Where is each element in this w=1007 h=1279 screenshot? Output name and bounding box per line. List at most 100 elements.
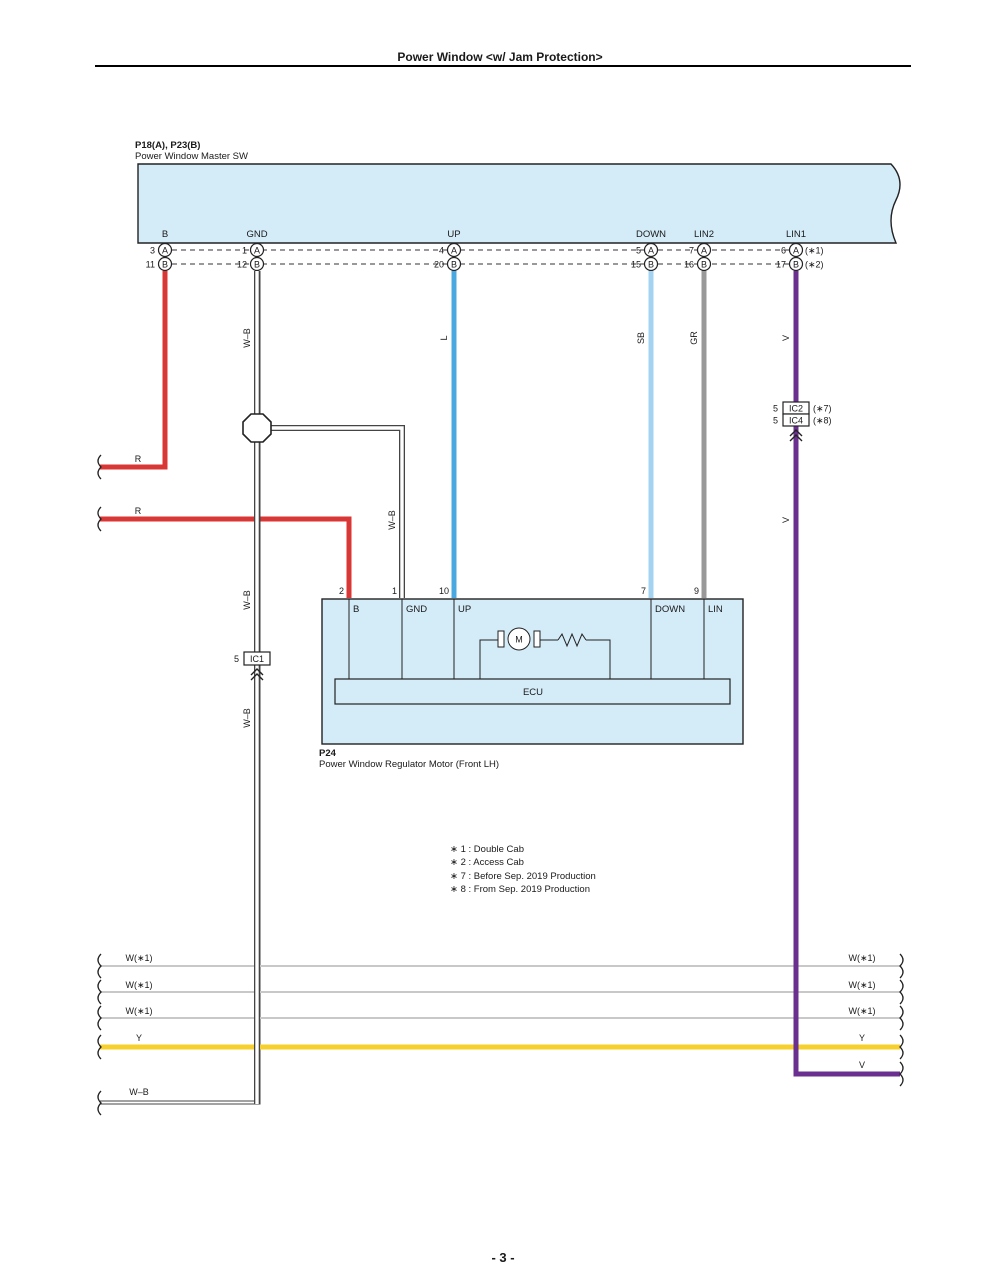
svg-text:A: A (648, 246, 654, 256)
svg-text:(∗7): (∗7) (813, 404, 832, 414)
wire-label-wb-4: W–B (242, 708, 252, 728)
wire-break-marks-right (899, 953, 904, 1087)
ic2-ic4-connector: IC2 IC4 5 5 (∗7) (∗8) (773, 401, 832, 442)
connector-a-pins: A A A A A A 3 1 4 5 7 6 (∗1) (150, 242, 824, 258)
svg-text:∗ 1 : Double Cab: ∗ 1 : Double Cab (450, 844, 524, 855)
svg-text:IC2: IC2 (789, 404, 803, 414)
svg-text:∗ 7 : Before Sep. 2019 Produc: ∗ 7 : Before Sep. 2019 Production (450, 871, 596, 882)
terminal-b-label: B (162, 229, 168, 240)
terminal-lin1-label: LIN1 (786, 229, 806, 240)
terminal-down-label: DOWN (636, 229, 666, 240)
wire-label-gr: GR (689, 331, 699, 345)
svg-text:W(∗1): W(∗1) (125, 980, 152, 990)
svg-text:W(∗1): W(∗1) (125, 953, 152, 963)
svg-text:V: V (859, 1060, 865, 1070)
ecu-label: ECU (523, 687, 543, 698)
wire-r-top (100, 271, 168, 470)
svg-text:9: 9 (694, 586, 699, 596)
wire-wb-branch (257, 425, 405, 598)
svg-text:GND: GND (406, 604, 427, 615)
wire-label-wb-1: W–B (242, 328, 252, 348)
svg-text:Y: Y (136, 1033, 142, 1043)
svg-text:10: 10 (439, 586, 449, 596)
wire-break-marks-left (97, 454, 102, 1116)
ic1-connector: IC1 5 (234, 651, 271, 681)
svg-text:Y: Y (859, 1033, 865, 1043)
svg-text:15: 15 (631, 260, 641, 270)
svg-text:B: B (353, 604, 359, 615)
svg-text:B: B (254, 260, 260, 270)
svg-text:W(∗1): W(∗1) (848, 980, 875, 990)
svg-text:7: 7 (689, 246, 694, 256)
svg-text:5: 5 (773, 416, 778, 426)
svg-text:(∗8): (∗8) (813, 416, 832, 426)
svg-text:12: 12 (237, 260, 247, 270)
motor-box (321, 598, 744, 745)
svg-text:3: 3 (150, 246, 155, 256)
svg-text:5: 5 (234, 654, 239, 664)
wire-label-l: L (439, 335, 449, 340)
svg-text:∗ 8 : From Sep. 2019 Producti: ∗ 8 : From Sep. 2019 Production (450, 884, 590, 895)
svg-text:A: A (254, 246, 260, 256)
motor-name: Power Window Regulator Motor (Front LH) (319, 759, 499, 770)
wire-label-v-1: V (781, 335, 791, 341)
svg-text:LIN: LIN (708, 604, 723, 615)
wire-r-bottom (100, 516, 352, 598)
motor-internal-lines (348, 599, 705, 679)
svg-text:A: A (162, 246, 168, 256)
svg-text:IC4: IC4 (789, 416, 803, 426)
svg-text:(∗1): (∗1) (805, 246, 824, 256)
svg-text:∗ 2 : Access Cab: ∗ 2 : Access Cab (450, 857, 524, 868)
wb-junction (242, 413, 272, 443)
svg-text:W(∗1): W(∗1) (848, 1006, 875, 1016)
svg-text:5: 5 (636, 246, 641, 256)
terminal-gnd-label: GND (246, 229, 267, 240)
svg-text:W–B: W–B (129, 1087, 149, 1097)
page-number: - 3 - (491, 1250, 514, 1265)
wire-wb-bottom (100, 271, 261, 1105)
svg-text:A: A (701, 246, 707, 256)
ecu-block (334, 678, 731, 705)
terminal-lin2-label: LIN2 (694, 229, 714, 240)
svg-text:17: 17 (776, 260, 786, 270)
svg-text:IC1: IC1 (250, 654, 264, 664)
notes-list: ∗ 1 : Double Cab ∗ 2 : Access Cab ∗ 7 : … (450, 844, 596, 895)
master-switch-box (137, 163, 901, 244)
wire-label-wb-2: W–B (387, 510, 397, 530)
svg-text:B: B (793, 260, 799, 270)
svg-text:W(∗1): W(∗1) (125, 1006, 152, 1016)
svg-text:20: 20 (434, 260, 444, 270)
motor-label: M (515, 635, 523, 645)
svg-text:B: B (451, 260, 457, 270)
svg-text:A: A (793, 246, 799, 256)
svg-text:W(∗1): W(∗1) (848, 953, 875, 963)
motor-symbol (479, 627, 611, 679)
svg-text:A: A (451, 246, 457, 256)
master-switch-code: P18(A), P23(B) (135, 140, 200, 151)
svg-text:(∗2): (∗2) (805, 260, 824, 270)
svg-text:UP: UP (458, 604, 471, 615)
svg-text:16: 16 (684, 260, 694, 270)
wire-label-v-2: V (781, 517, 791, 523)
master-switch-name: Power Window Master SW (135, 151, 248, 162)
svg-text:B: B (162, 260, 168, 270)
svg-text:5: 5 (773, 404, 778, 414)
svg-text:1: 1 (392, 586, 397, 596)
svg-text:DOWN: DOWN (655, 604, 685, 615)
motor-code: P24 (319, 748, 337, 759)
wire-label-r-top: R (135, 454, 142, 464)
page-title: Power Window <w/ Jam Protection> (397, 50, 602, 64)
svg-text:B: B (648, 260, 654, 270)
svg-text:11: 11 (146, 260, 155, 270)
wire-label-wb-3: W–B (242, 590, 252, 610)
wire-label-r-bottom: R (135, 506, 142, 516)
svg-text:1: 1 (242, 246, 247, 256)
svg-text:B: B (701, 260, 707, 270)
wire-label-sb: SB (636, 332, 646, 344)
terminal-up-label: UP (447, 229, 460, 240)
svg-text:2: 2 (339, 586, 344, 596)
svg-text:7: 7 (641, 586, 646, 596)
svg-text:6: 6 (781, 246, 786, 256)
svg-text:4: 4 (439, 246, 444, 256)
